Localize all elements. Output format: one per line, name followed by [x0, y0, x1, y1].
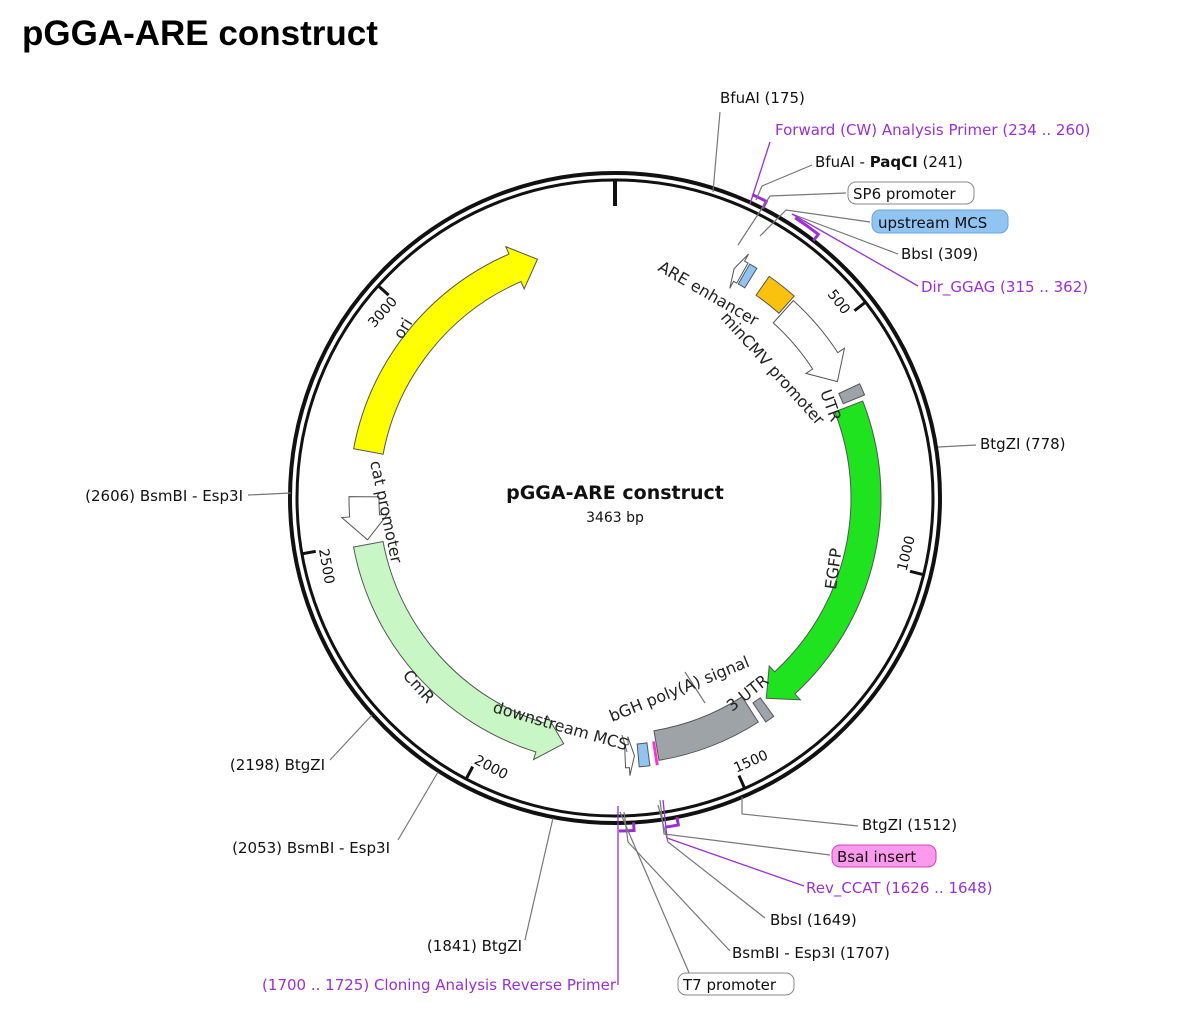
site-bsmbi-2606[interactable]: (2606) BsmBI - Esp3I: [85, 487, 243, 505]
tick-label-500: 500: [824, 287, 853, 318]
bsai-insert-label[interactable]: BsaI insert: [831, 844, 937, 868]
sp6-promoter-label[interactable]: SP6 promoter: [847, 181, 975, 205]
site-bfuai-paqci-241[interactable]: BfuAI - PaqCI (241): [815, 153, 963, 171]
feature-downstream-mcs[interactable]: [636, 742, 651, 768]
svg-text:BsaI insert: BsaI insert: [837, 848, 916, 866]
t7-promoter-label[interactable]: T7 promoter: [677, 972, 795, 996]
plasmid-name: pGGA-ARE construct: [506, 482, 724, 504]
tick-1500: [737, 774, 747, 789]
site-bbsi-1649[interactable]: BbsI (1649): [770, 911, 857, 929]
site-bsmbi-2053[interactable]: (2053) BsmBI - Esp3I: [232, 839, 390, 857]
feature-egfp[interactable]: [765, 400, 882, 701]
features: [340, 245, 882, 776]
tick-2500: [301, 549, 316, 556]
site-bbsi-309[interactable]: BbsI (309): [901, 245, 978, 263]
tick-label-2500: 2500: [315, 547, 337, 585]
tick-label-2000: 2000: [471, 752, 510, 783]
feature-ori[interactable]: [353, 245, 539, 455]
tick-3000: [377, 284, 390, 297]
plasmid-length: 3463 bp: [586, 510, 644, 526]
feature-upstream-mcs[interactable]: [737, 263, 758, 289]
tick-1000: [909, 569, 924, 577]
tick-label-1000: 1000: [895, 534, 919, 572]
site-bfuai-175[interactable]: BfuAI (175): [720, 89, 805, 107]
tick-500: [853, 300, 867, 312]
feature-cmr[interactable]: [352, 540, 565, 761]
leader-lines: [247, 111, 977, 985]
tick-2000: [464, 765, 475, 780]
feature-sp6-promoter[interactable]: [729, 253, 749, 289]
svg-text:upstream MCS: upstream MCS: [878, 214, 987, 232]
feature-3-utr[interactable]: [752, 697, 775, 723]
primer-cloning-reverse-label[interactable]: (1700 .. 1725) Cloning Analysis Reverse …: [262, 976, 617, 994]
site-btgzi-1841[interactable]: (1841) BtgZI: [427, 937, 522, 955]
site-btgzi-1512[interactable]: BtgZI (1512): [862, 816, 957, 834]
feature-utr[interactable]: [838, 383, 866, 405]
feature-are-enhancer[interactable]: [755, 275, 795, 314]
site-btgzi-2198[interactable]: (2198) BtgZI: [230, 756, 325, 774]
site-bsmbi-1707[interactable]: BsmBI - Esp3I (1707): [732, 944, 890, 962]
feature-label-are-enhancer: ARE enhancer: [655, 257, 762, 330]
backbone-ring: [288, 171, 942, 825]
feature-bsai-insert[interactable]: [652, 741, 659, 766]
primer-dir-ggag[interactable]: [794, 216, 821, 242]
feature-mincmv-promoter[interactable]: [772, 299, 846, 383]
feature-bgh-poly-a-signal[interactable]: [653, 696, 759, 761]
upstream-mcs-label[interactable]: upstream MCS: [871, 209, 1009, 234]
svg-text:SP6 promoter: SP6 promoter: [853, 185, 956, 203]
primer-rev-ccat-label[interactable]: Rev_CCAT (1626 .. 1648): [806, 879, 992, 898]
primer-forward-label[interactable]: Forward (CW) Analysis Primer (234 .. 260…: [775, 121, 1090, 139]
site-btgzi-778[interactable]: BtgZI (778): [980, 435, 1066, 453]
tick-label-1500: 1500: [732, 747, 771, 776]
primer-dir-ggag-label[interactable]: Dir_GGAG (315 .. 362): [921, 278, 1088, 297]
page-title: pGGA-ARE construct: [22, 14, 378, 53]
svg-text:T7 promoter: T7 promoter: [682, 976, 777, 994]
feature-cat-promoter[interactable]: [340, 496, 389, 541]
